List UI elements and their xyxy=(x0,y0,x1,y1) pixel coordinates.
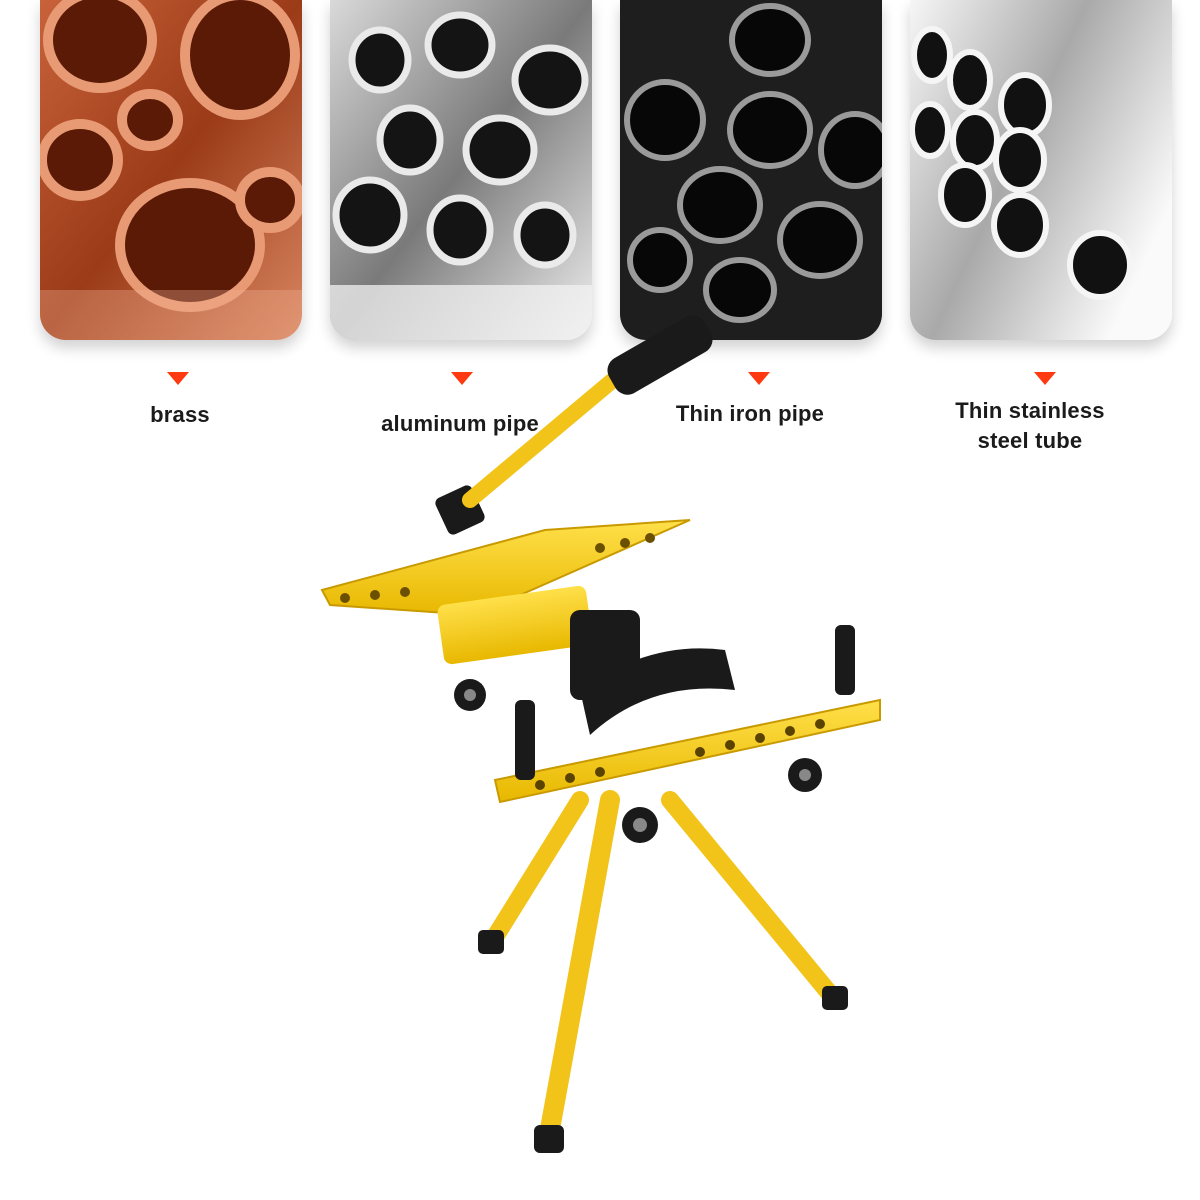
aluminum-label-text: aluminum pipe xyxy=(381,411,539,436)
stainless-tubes-image xyxy=(910,0,1172,340)
caster-wheels xyxy=(454,679,822,843)
hydraulic-cylinder xyxy=(437,585,593,665)
iron-marker-arrow-icon xyxy=(748,372,770,385)
brass-marker-arrow-icon xyxy=(167,372,189,385)
iron-pipes-image xyxy=(620,0,882,340)
brass-pipes-image xyxy=(40,0,302,340)
aluminum-pipes-image xyxy=(330,0,592,340)
stainless-label: Thin stainless steel tube xyxy=(930,396,1130,456)
aluminum-marker-arrow-icon xyxy=(451,372,473,385)
brass-label: brass xyxy=(90,400,270,430)
aluminum-label: aluminum pipe xyxy=(360,409,560,439)
handle-grip xyxy=(607,315,713,395)
brass-label-text: brass xyxy=(150,402,210,427)
brass-pipes-photo xyxy=(40,0,302,340)
stainless-label-line2: steel tube xyxy=(977,428,1083,453)
lower-plate xyxy=(493,698,881,804)
stainless-tubes-photo xyxy=(910,0,1172,340)
iron-pipes-photo xyxy=(620,0,882,340)
tripod-legs xyxy=(478,790,848,1153)
aluminum-pipes-photo xyxy=(330,0,592,340)
iron-label-text: Thin iron pipe xyxy=(675,401,825,426)
pump-handle xyxy=(462,362,633,508)
iron-label: Thin iron pipe xyxy=(650,399,850,429)
die-pins xyxy=(515,625,855,780)
stainless-marker-arrow-icon xyxy=(1034,372,1056,385)
stainless-label-line1: Thin stainless xyxy=(955,398,1105,423)
